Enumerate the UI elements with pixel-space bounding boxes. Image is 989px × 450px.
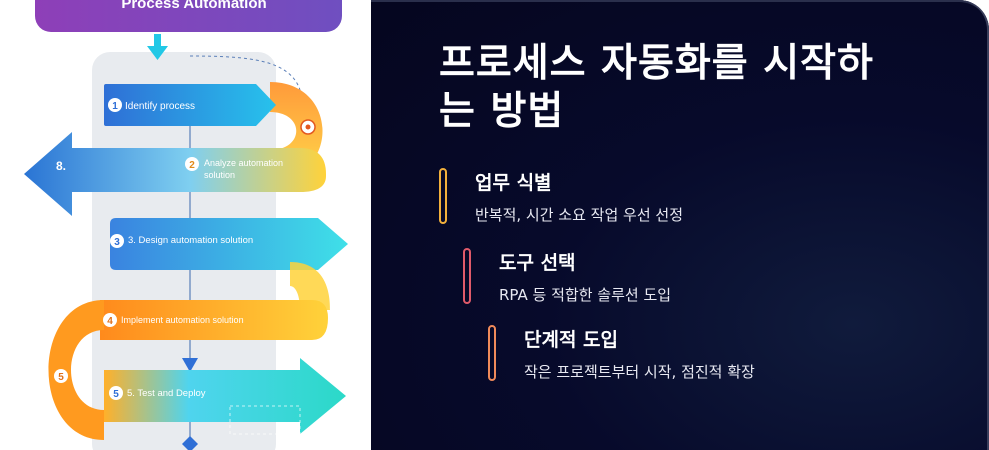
header-label: Process Automation <box>121 0 266 12</box>
step-1-label: Identify process <box>125 101 195 112</box>
step-description: 작은 프로젝트부터 시작, 점진적 확장 <box>524 363 755 381</box>
step-4-bar <box>100 300 328 340</box>
step-title: 단계적 도입 <box>524 329 619 351</box>
step-title: 업무 식별 <box>475 172 552 194</box>
bend-left-bottom <box>48 300 104 440</box>
process-automation-illustration: Process Automation 1 Identify process 8.… <box>0 0 371 450</box>
svg-text:4: 4 <box>107 316 113 327</box>
step-2-label-line2: solution <box>204 170 235 180</box>
step-2-arrow <box>24 132 326 216</box>
down-arrow-icon-2 <box>182 358 198 372</box>
step-accent-bar <box>439 168 447 224</box>
process-flow-graphic: Process Automation 1 Identify process 8.… <box>24 0 348 450</box>
step-3-arrow <box>110 218 348 270</box>
step-1-arrow <box>104 84 276 126</box>
svg-text:3: 3 <box>114 237 120 248</box>
header-pill <box>35 0 342 32</box>
step-5-number-badge <box>109 386 123 400</box>
side-number-badge <box>54 369 68 383</box>
step-accent-bar <box>463 248 471 304</box>
step-2-number: 2 <box>189 160 195 171</box>
side-number-top: 8. <box>56 159 66 173</box>
step-2-label: Analyze automation <box>204 158 283 168</box>
side-number-bottom: 5 <box>58 372 64 383</box>
step-title: 도구 선택 <box>499 252 576 274</box>
step-3-label: 3. Design automation solution <box>128 235 253 246</box>
svg-text:5: 5 <box>113 389 119 400</box>
step-4-number-badge <box>103 313 117 327</box>
step-3-number-badge <box>110 234 124 248</box>
step-2-number-badge <box>185 157 199 171</box>
step-5-arrow <box>104 358 346 434</box>
down-arrow-icon <box>147 46 168 60</box>
step-1-number: 1 <box>112 101 118 112</box>
bottom-marker-icon <box>182 436 198 450</box>
bend-right-mid <box>290 262 330 310</box>
step-4-label: Implement automation solution <box>121 315 244 325</box>
slide-title-line1: 프로세스 자동화를 시작하 <box>439 41 874 86</box>
step-description: RPA 등 적합한 솔루션 도입 <box>499 286 672 304</box>
step-5-label: 5. Test and Deploy <box>127 388 206 399</box>
step-accent-bar <box>488 325 496 381</box>
slide-title: 프로세스 자동화를 시작하 는 방법 <box>439 40 939 136</box>
slide-title-line2: 는 방법 <box>439 89 565 134</box>
step-1-number-badge <box>108 98 122 112</box>
content-panel: 프로세스 자동화를 시작하 는 방법 업무 식별 반복적, 시간 소요 작업 우… <box>371 0 989 450</box>
step-description: 반복적, 시간 소요 작업 우선 선정 <box>475 206 684 224</box>
